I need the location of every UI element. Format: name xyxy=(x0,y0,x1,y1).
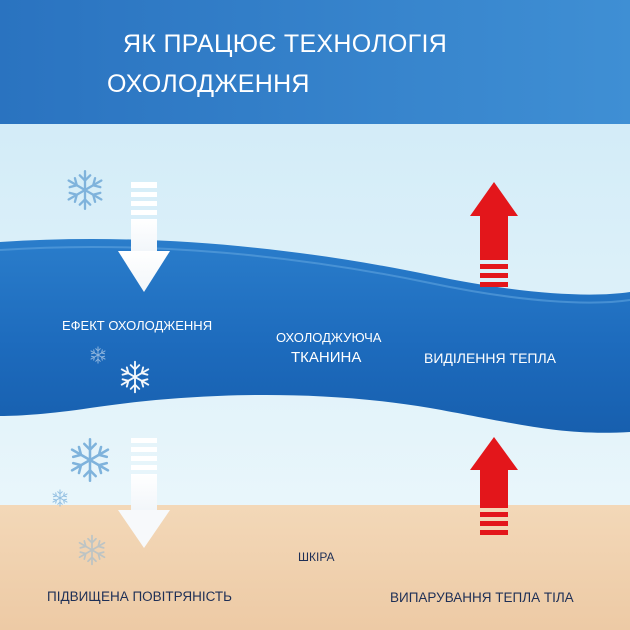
cooling-fabric-label-line-2: ТКАНИНА xyxy=(291,349,362,366)
arrow-down-icon xyxy=(118,438,170,548)
arrow-down-icon xyxy=(118,182,170,292)
cooling-effect-label: ЕФЕКТ ОХОЛОДЖЕННЯ xyxy=(62,318,213,333)
page-title-line-1: ЯК ПРАЦЮЄ ТЕХНОЛОГІЯ xyxy=(123,30,448,58)
skin-layer xyxy=(0,505,630,630)
header-band xyxy=(0,0,630,124)
arrow-up-icon xyxy=(470,437,518,535)
breathability-label: ПІДВИЩЕНА ПОВІТРЯНІСТЬ xyxy=(47,589,233,604)
fabric-highlight xyxy=(0,246,630,304)
heat-evaporation-label: ВИПАРУВАННЯ ТЕПЛА ТІЛА xyxy=(390,590,574,605)
heat-release-label: ВИДІЛЕННЯ ТЕПЛА xyxy=(424,350,556,366)
cooling-fabric-band xyxy=(0,238,630,433)
cooling-fabric-label-line-1: ОХОЛОДЖУЮЧА xyxy=(276,330,382,345)
skin-label: ШКІРА xyxy=(298,550,335,564)
arrow-up-icon xyxy=(470,182,518,287)
page-title-line-2: ОХОЛОДЖЕННЯ xyxy=(107,70,310,98)
